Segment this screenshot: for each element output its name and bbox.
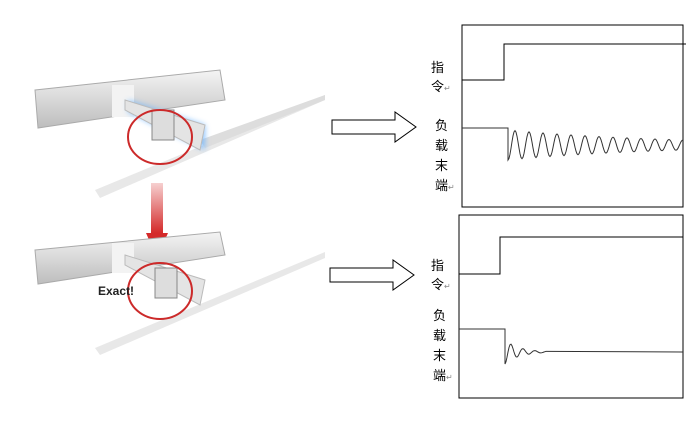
load-label-char: 端↵: [433, 369, 453, 384]
command-signal-top: [462, 43, 686, 81]
highlight-circle: [127, 109, 193, 165]
right-arrow-icon: [331, 111, 417, 143]
command-label-char: 令↵: [431, 278, 451, 293]
highlight-circle: [127, 262, 193, 320]
load-label-char: 末: [435, 159, 449, 174]
right-arrow-icon: [329, 259, 415, 291]
load-response-bottom: [459, 328, 684, 365]
load-response-top: [462, 127, 684, 162]
load-label-char: 负: [435, 119, 449, 134]
plot-frame-bottom: [458, 214, 684, 399]
load-label-char: 负: [433, 309, 447, 324]
command-label-char: 指: [431, 259, 445, 274]
exact-callout: Exact!: [98, 284, 135, 298]
command-signal-bottom: [459, 236, 683, 275]
transition-arrow-shaft: [151, 183, 163, 233]
plot-frame-top: [461, 24, 684, 208]
gantry-illustration-top: [34, 69, 325, 198]
load-label-char: 载: [435, 139, 449, 154]
command-label-char: 指: [431, 61, 445, 76]
load-label-char: 端↵: [435, 179, 455, 194]
load-label-char: 载: [433, 329, 447, 344]
load-label-char: 末: [433, 349, 447, 364]
gantry-illustration-bottom: [34, 231, 325, 355]
command-label-char: 令↵: [431, 80, 451, 95]
